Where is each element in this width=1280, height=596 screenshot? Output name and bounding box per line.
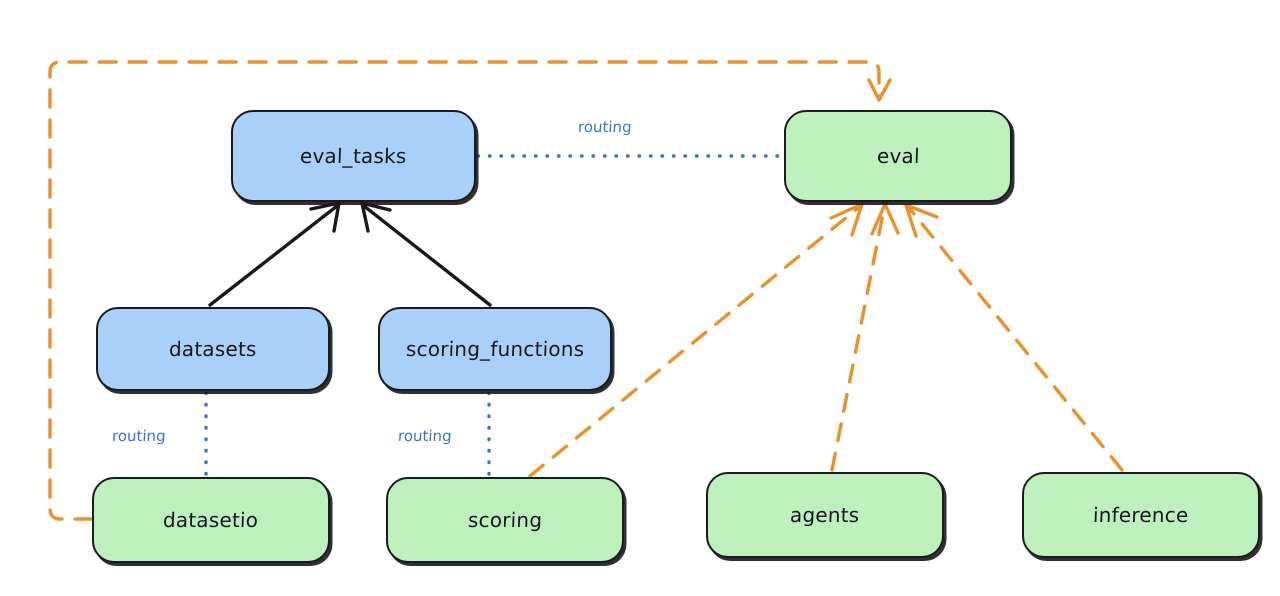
node-label: scoring_functions: [405, 337, 585, 361]
node-scoring[interactable]: scoring: [386, 477, 624, 563]
node-inference[interactable]: inference: [1022, 472, 1260, 558]
node-label: eval: [876, 144, 920, 168]
node-label: inference: [1092, 503, 1190, 527]
node-label: datasetio: [162, 508, 260, 532]
node-label: datasets: [168, 337, 258, 361]
edge-scoring-functions-eval-tasks: [360, 201, 492, 307]
edge-agents-eval: [830, 202, 900, 472]
node-eval[interactable]: eval: [784, 110, 1012, 202]
node-datasetio[interactable]: datasetio: [92, 477, 330, 563]
node-datasets[interactable]: datasets: [96, 307, 330, 391]
edge-label-routing-scoring: routing: [397, 427, 453, 445]
node-label: scoring: [467, 508, 543, 532]
node-agents[interactable]: agents: [706, 472, 944, 558]
node-label: agents: [789, 503, 861, 527]
node-eval-tasks[interactable]: eval_tasks: [231, 110, 476, 202]
edge-datasets-eval-tasks: [208, 201, 341, 307]
edge-label-routing-datasetio: routing: [111, 427, 167, 445]
node-scoring-functions[interactable]: scoring_functions: [378, 307, 612, 391]
edge-label-routing-eval: routing: [577, 118, 633, 136]
node-label: eval_tasks: [299, 144, 408, 168]
edge-inference-eval: [904, 203, 1124, 472]
